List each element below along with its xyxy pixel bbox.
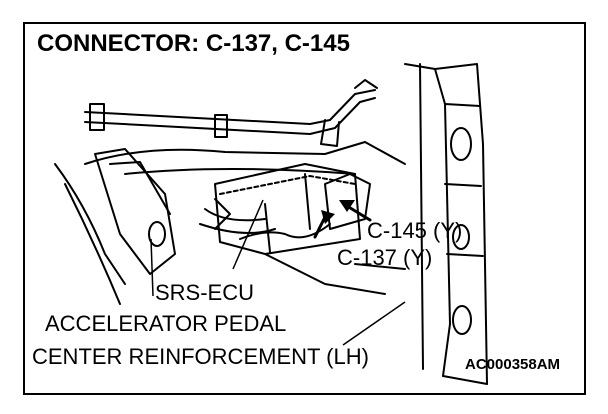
label-c137: C-137 (Y) xyxy=(337,245,433,270)
label-c145: C-145 (Y) xyxy=(367,218,463,243)
diagram-title: CONNECTOR: C-137, C-145 xyxy=(37,30,350,57)
label-srs-ecu: SRS-ECU xyxy=(155,280,255,305)
dashboard-line-drawing xyxy=(54,63,488,385)
figure-code: AC000358AM xyxy=(465,356,561,373)
connector-location-figure: CONNECTOR: C-137, C-145 C-145 (Y) C-137 … xyxy=(23,22,586,395)
label-accelerator-pedal: ACCELERATOR PEDAL xyxy=(45,311,287,336)
label-center-reinforcement: CENTER REINFORCEMENT (LH) xyxy=(32,344,369,369)
